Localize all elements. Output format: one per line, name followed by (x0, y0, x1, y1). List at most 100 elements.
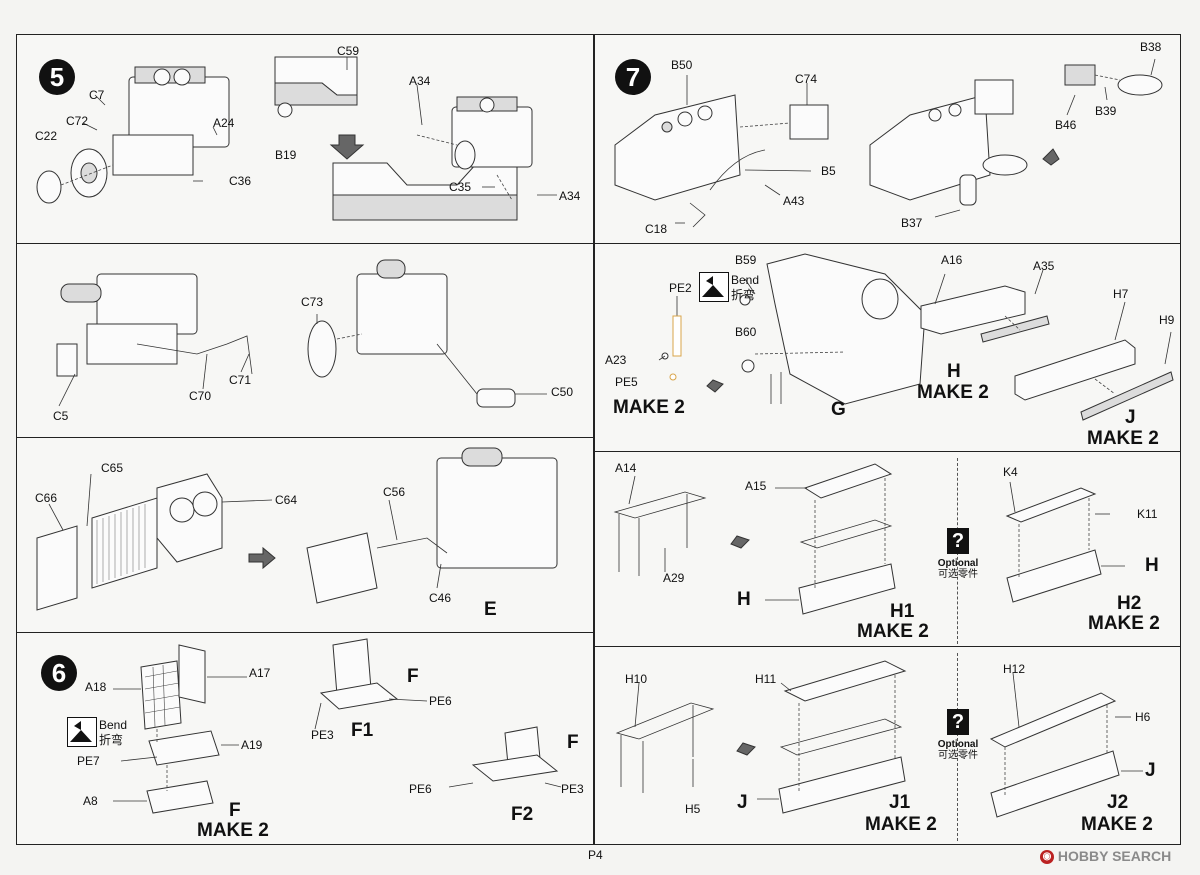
part-label: B59 (735, 253, 757, 267)
part-label: K11 (1137, 507, 1158, 521)
part-label: B60 (735, 325, 757, 339)
optional-text: Optional (937, 739, 979, 750)
part-label: A15 (745, 479, 767, 493)
part-label: A8 (83, 794, 98, 808)
optional-text-cn: 可选零件 (938, 750, 978, 761)
panel-radiator: C65 C66 C64 C56 C46 E (16, 437, 594, 633)
part-label: B37 (901, 216, 923, 230)
part-label: H9 (1159, 313, 1175, 327)
page-number: P4 (588, 848, 603, 862)
optional-icon: ? (947, 709, 969, 735)
panel-h-boxes: A14 A15 K4 K11 A29 H H H1 MAKE 2 H2 MAKE… (594, 451, 1181, 647)
part-label: H5 (685, 802, 701, 816)
optional-text-cn: 可选零件 (938, 569, 978, 580)
assembly-label-f1: F1 (351, 720, 374, 741)
assembly-letter-h: H (947, 361, 961, 382)
part-label: A18 (85, 680, 107, 694)
panel-j-boxes: H10 H11 H12 H6 H5 J J J1 MAKE 2 J2 MAKE … (594, 646, 1181, 845)
make-2-label: MAKE 2 (1088, 613, 1160, 634)
part-label: A17 (249, 666, 271, 680)
assembly-label-j1: J1 (889, 792, 911, 813)
step-number-5: 5 (39, 59, 75, 95)
part-label: C35 (449, 180, 472, 194)
part-label: B38 (1140, 40, 1162, 54)
assembly-letter-f: F (229, 800, 241, 821)
assembly-letter-h: H (737, 589, 751, 610)
part-label: H6 (1135, 710, 1151, 724)
part-label: C64 (275, 493, 298, 507)
bend-label: Bend (99, 718, 128, 732)
part-label: C5 (53, 409, 69, 423)
part-label: A35 (1033, 259, 1055, 273)
part-label: B5 (821, 164, 836, 178)
part-label: B19 (275, 148, 297, 162)
part-label: C18 (645, 222, 668, 236)
assembly-letter-f: F (407, 666, 419, 687)
panel-step5: 5 C7 C72 A24 C22 C36 C59 A34 B19 C35 A34 (16, 34, 594, 244)
bend-label-cn: 折弯 (731, 288, 756, 302)
bend-label: Bend (731, 273, 760, 287)
panel-engine-belts: C73 C5 C70 C71 C50 (16, 243, 594, 438)
optional-text: Optional (937, 558, 979, 569)
part-label: PE3 (561, 782, 584, 796)
part-label: C65 (101, 461, 124, 475)
make-2-label: MAKE 2 (865, 814, 937, 835)
part-label: C36 (229, 174, 252, 188)
assembly-label-h2: H2 (1117, 593, 1142, 614)
part-label: PE2 (669, 281, 692, 295)
part-label: C70 (189, 389, 212, 403)
part-label: PE6 (429, 694, 452, 708)
assembly-letter-f: F (567, 732, 579, 753)
part-label: B46 (1055, 118, 1077, 132)
part-label: C22 (35, 129, 58, 143)
bend-label-cn: 折弯 (99, 733, 124, 747)
part-label: A24 (213, 116, 235, 130)
part-label: A19 (241, 738, 263, 752)
part-label: C59 (337, 44, 360, 58)
part-label: A34 (559, 189, 581, 203)
part-label: PE6 (409, 782, 432, 796)
assembly-letter-g: G (831, 399, 846, 420)
make-2-label: MAKE 2 (1087, 428, 1159, 449)
part-label: H10 (625, 672, 648, 686)
part-label: C73 (301, 295, 324, 309)
part-label: C74 (795, 72, 818, 86)
part-label: B50 (671, 58, 693, 72)
make-2-label: MAKE 2 (857, 621, 929, 642)
part-label: A14 (615, 461, 637, 475)
assembly-letter-h: H (1145, 555, 1159, 576)
divider (957, 653, 958, 841)
part-label: A29 (663, 571, 685, 585)
j-boxes-drawing (615, 660, 1143, 818)
watermark: ◉ HOBBY SEARCH (1040, 848, 1171, 865)
assembly-label-f2: F2 (511, 804, 534, 825)
part-label: A34 (409, 74, 431, 88)
part-label: H12 (1003, 662, 1026, 676)
part-label: B39 (1095, 104, 1117, 118)
h-boxes-drawing (613, 463, 1125, 615)
step7-drawing (614, 58, 1163, 228)
part-label: H7 (1113, 287, 1129, 301)
assembly-letter-j: J (1145, 760, 1156, 781)
part-label: C71 (229, 373, 252, 387)
assembly-label-h1: H1 (890, 601, 915, 622)
make-2-label: MAKE 2 (613, 397, 685, 418)
part-label: C46 (429, 591, 452, 605)
make-2-label: MAKE 2 (917, 382, 989, 403)
part-label: PE7 (77, 754, 100, 768)
dashboard-boxes-drawing (658, 253, 1174, 421)
part-label: C50 (551, 385, 574, 399)
part-label: PE3 (311, 728, 334, 742)
assembly-letter-j: J (737, 792, 748, 813)
optional-label: Optional 可选零件 (931, 739, 985, 761)
part-label: H11 (755, 672, 777, 686)
make-2-label: MAKE 2 (1081, 814, 1153, 835)
step-number-7: 7 (615, 59, 651, 95)
part-label: K4 (1003, 465, 1018, 479)
optional-label: Optional 可选零件 (931, 558, 985, 580)
step6-drawing (113, 638, 562, 814)
part-label: C7 (89, 88, 105, 102)
part-label: C72 (66, 114, 89, 128)
assembly-letter-j: J (1125, 407, 1136, 428)
optional-icon: ? (947, 528, 969, 554)
